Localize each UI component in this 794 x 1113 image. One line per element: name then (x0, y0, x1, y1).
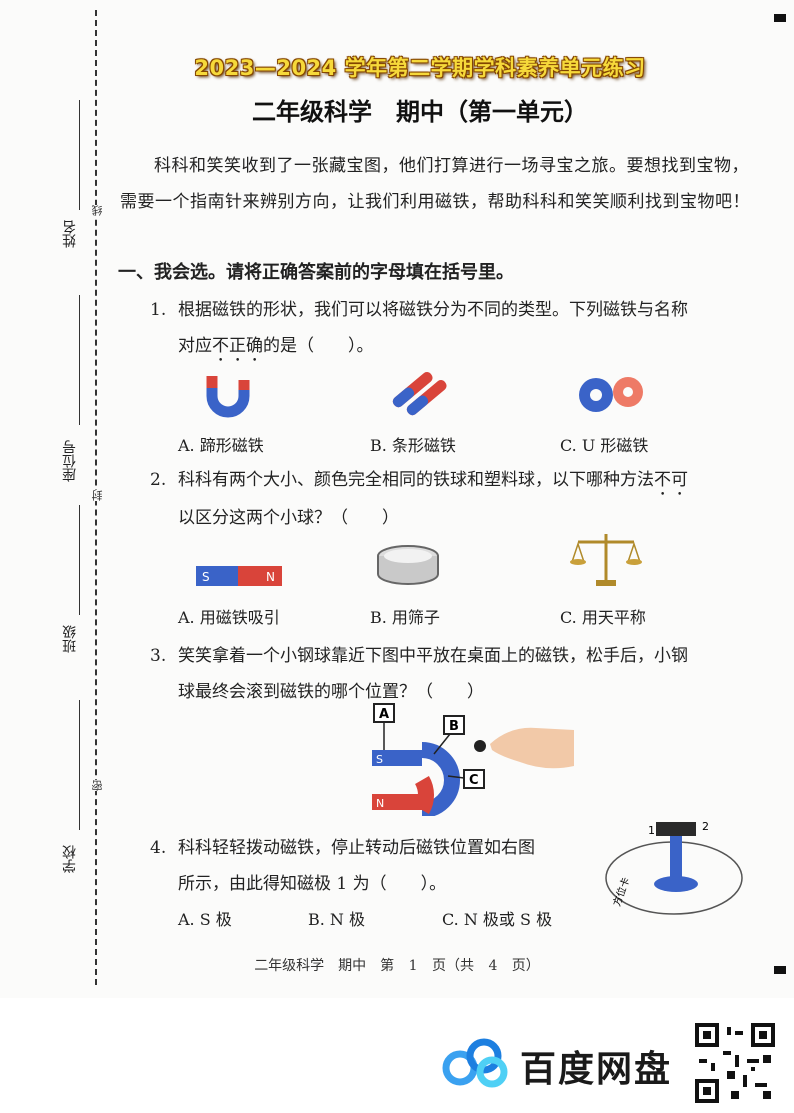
question-number: 1. (150, 300, 167, 320)
horseshoe-magnet-image (206, 376, 250, 418)
class-label: 班级 (62, 625, 78, 653)
q2-option-c[interactable]: C. 用天平称 (560, 608, 646, 627)
seat-label: 座位号 (62, 440, 78, 482)
question-text: 以区分这两个小球？（ ） (178, 508, 399, 528)
pole-n-label: N (376, 797, 384, 810)
question-text: 所示，由此得知磁极 1 为（ ）。 (178, 874, 447, 894)
school-label: 学校 (62, 845, 78, 873)
pole-1-label: 1 (648, 824, 655, 837)
question-text: 的是（ ）。 (263, 336, 374, 356)
label-c: C (469, 773, 479, 788)
question-number: 2. (150, 470, 167, 490)
q2-option-b[interactable]: B. 用筛子 (370, 608, 440, 627)
mark-seal: 封 (90, 490, 106, 501)
exam-title: 二年级科学 期中（第一单元） (252, 97, 588, 126)
q1-option-b[interactable]: B. 条形磁铁 (370, 436, 456, 455)
balance-scale-image (570, 534, 642, 586)
sieve-image (377, 545, 439, 585)
label-a: A (379, 707, 389, 722)
pole-n-label: N (266, 570, 275, 584)
pole-s-label: S (202, 570, 210, 584)
name-blank-line (79, 100, 80, 210)
term-banner: 2023—2024 学年第二学期学科素养单元练习 (194, 56, 646, 80)
baidu-netdisk-brand: 百度网盘 (520, 1049, 673, 1090)
registration-mark (774, 14, 786, 22)
magnet-steel-ball-figure: S N A B C (372, 703, 574, 816)
question-2: 2. 科科有两个大小、颜色完全相同的铁球和塑料球，以下哪种方法不可 以区分这两个小… (150, 462, 760, 536)
q1-option-c[interactable]: C. U 形磁铁 (560, 436, 649, 455)
question-4: 4. 科科轻轻拨动磁铁，停止转动后磁铁位置如右图 所示，由此得知磁极 1 为（ ）… (150, 830, 590, 902)
question-text: 根据磁铁的形状，我们可以将磁铁分为不同的类型。下列磁铁与名称 (178, 300, 688, 320)
seat-blank-line (79, 295, 80, 425)
emphasized-text: 不可 (654, 470, 688, 490)
question-3: 3. 笑笑拿着一个小钢球靠近下图中平放在桌面上的磁铁，松手后，小钢 球最终会滚到磁… (150, 638, 760, 710)
qr-code-icon[interactable] (695, 1023, 775, 1103)
compass-magnet-figure: 1 2 方位卡 (605, 820, 743, 915)
pole-2-label: 2 (702, 820, 709, 833)
section-title: 一、我会选。请将正确答案前的字母填在括号里。 (118, 262, 514, 283)
page-footer: 二年级科学 期中 第 1 页（共 4 页） (254, 958, 540, 974)
pole-s-label: S (376, 753, 383, 766)
question-number: 3. (150, 646, 167, 666)
question-1: 1. 根据磁铁的形状，我们可以将磁铁分为不同的类型。下列磁铁与名称 对应不正确的是… (150, 292, 760, 366)
q1-option-a[interactable]: A. 蹄形磁铁 (178, 436, 264, 455)
question-text: 科科轻轻拨动磁铁，停止转动后磁铁位置如右图 (178, 838, 535, 858)
q4-option-c[interactable]: C. N 极或 S 极 (442, 910, 553, 929)
mark-line: 线 (90, 205, 106, 216)
question-text: 科科有两个大小、颜色完全相同的铁球和塑料球，以下哪种方法 (178, 470, 654, 490)
name-label: 姓名 (62, 220, 78, 248)
class-blank-line (79, 505, 80, 615)
question-text: 对应 (178, 336, 212, 356)
direction-card-label: 方位卡 (610, 875, 632, 908)
bar-magnets-image (392, 372, 447, 416)
q4-option-b[interactable]: B. N 极 (308, 910, 366, 929)
baidu-netdisk-logo-icon (442, 1038, 508, 1088)
school-blank-line (79, 700, 80, 830)
label-b: B (449, 719, 459, 734)
q4-option-a[interactable]: A. S 极 (178, 910, 232, 929)
question-text: 笑笑拿着一个小钢球靠近下图中平放在桌面上的磁铁，松手后，小钢 (178, 646, 688, 666)
intro-paragraph: 科科和笑笑收到了一张藏宝图，他们打算进行一场寻宝之旅。要想找到宝物，需要一个指南… (120, 156, 750, 212)
emphasized-text: 不正确 (212, 336, 263, 356)
mark-secret: 密 (90, 780, 106, 791)
registration-mark (774, 966, 786, 974)
q2-option-a[interactable]: A. 用磁铁吸引 (178, 608, 280, 627)
bar-magnet-image: S N (196, 566, 282, 586)
question-number: 4. (150, 838, 167, 858)
question-text: 球最终会滚到磁铁的哪个位置？（ ） (178, 682, 484, 702)
ring-magnets-image (579, 377, 643, 412)
